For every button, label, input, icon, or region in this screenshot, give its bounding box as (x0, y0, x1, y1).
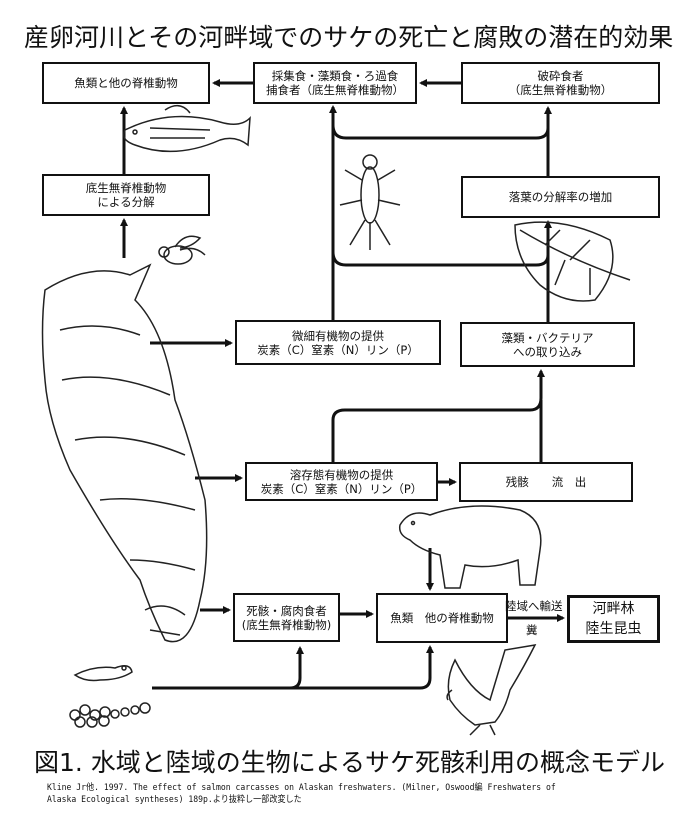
salmon-carcass-illustration (41, 263, 208, 643)
box-text: 炭素（C）窒素（N）リン（P） (257, 342, 419, 357)
citation-line: Kline Jr他. 1997. The effect of salmon ca… (47, 783, 556, 793)
box-text: 落葉の分解率の増加 (508, 190, 613, 204)
box-text: 溶存態有機物の提供 (289, 467, 394, 482)
salmon-swimming-illustration (123, 104, 251, 153)
box-shredders: 破砕食者 （底生無脊椎動物） (461, 62, 660, 104)
bear-illustration (398, 505, 542, 589)
arrow-dom-to-algae (331, 369, 545, 462)
box-text: (底生無脊椎動物) (241, 617, 332, 632)
box-text: 魚類と他の脊椎動物 (74, 76, 178, 90)
box-fish-vertebrates-top: 魚類と他の脊椎動物 (42, 62, 210, 104)
citation: Kline Jr他. 1997. The effect of salmon ca… (47, 782, 556, 806)
box-text: 採集食・藻類食・ろ過食 (271, 69, 399, 83)
box-text: 炭素（C）窒素（N）リン（P） (260, 481, 423, 496)
box-text: 破砕食者 (537, 69, 584, 83)
box-leaf-decay-increase: 落葉の分解率の増加 (461, 176, 660, 218)
citation-line: Alaska Ecological syntheses) 189p.より抜粋し一… (47, 795, 302, 805)
box-text: （底生無脊椎動物） (508, 83, 613, 97)
diagram-title: 産卵河川とその河畔域でのサケの死亡と腐敗の潜在的効果 (24, 23, 674, 52)
box-text: 陸生昆虫 (585, 621, 642, 637)
line-branch-lower (331, 251, 550, 267)
leaf-illustration (514, 221, 631, 302)
box-text: 死骸・腐肉食者 (246, 603, 327, 618)
fry-illustration (73, 665, 133, 682)
box-text: 底生無脊椎動物 (85, 181, 167, 195)
box-text: 魚類 他の脊椎動物 (390, 611, 494, 625)
box-dissolved-organic-matter: 溶存態有機物の提供 炭素（C）窒素（N）リン（P） (245, 462, 438, 501)
box-text: 捕食者（底生無脊椎動物） (266, 83, 404, 97)
figure-caption: 図1. 水域と陸域の生物によるサケ死骸利用の概念モデル (34, 748, 666, 777)
fly-illustration (158, 235, 206, 265)
box-scavengers: 死骸・腐肉食者 (底生無脊椎動物) (233, 593, 340, 642)
line-branch-upper (331, 124, 550, 140)
box-fish-vertebrates-bottom: 魚類 他の脊椎動物 (376, 593, 508, 643)
box-text: 残骸 流 出 (505, 475, 587, 489)
salmon-eggs-illustration (69, 702, 151, 728)
box-text: への取り込み (513, 344, 582, 359)
box-algae-bacteria-uptake: 藻類・バクテリア への取り込み (460, 322, 635, 367)
box-text: による分解 (97, 195, 155, 209)
box-text: 藻類・バクテリア (501, 330, 594, 345)
box-fine-organic-matter: 微細有機物の提供 炭素（C）窒素（N）リン（P） (235, 320, 441, 365)
box-text: 河畔林 (592, 601, 635, 617)
box-text: 微細有機物の提供 (292, 328, 384, 343)
line-eggs-bottom (152, 646, 304, 690)
box-remains-outflow: 残骸 流 出 (459, 462, 633, 502)
mayfly-nymph-illustration (339, 154, 401, 250)
box-collectors-predators: 採集食・藻類食・ろ過食 捕食者（底生無脊椎動物） (253, 62, 417, 104)
eagle-illustration (446, 644, 537, 736)
box-riparian-forest-insects: 河畔林 陸生昆虫 (567, 595, 660, 643)
box-invertebrate-decomposition: 底生無脊椎動物 による分解 (42, 174, 210, 216)
feces-label: 糞 (526, 623, 538, 637)
transport-to-land-label: 陸域へ輸送 (505, 599, 563, 613)
